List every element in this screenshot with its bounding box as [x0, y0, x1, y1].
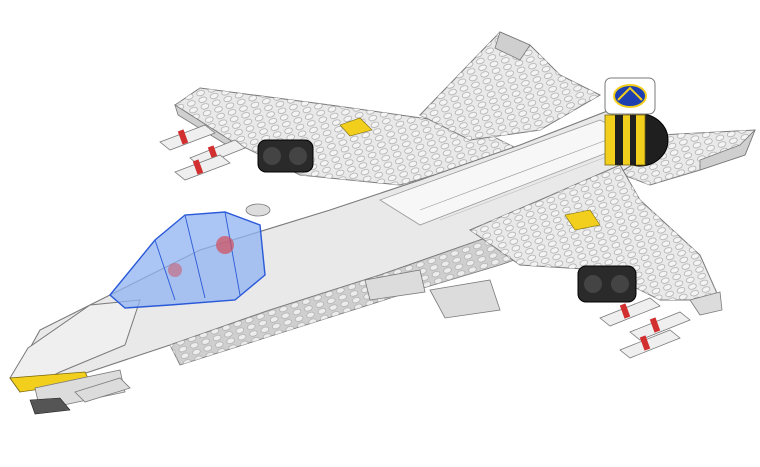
- missile-icon-lower: [599, 291, 723, 359]
- sensor-dome: [245, 203, 271, 217]
- yellow-wing-marking: [339, 117, 373, 137]
- lower-engine-pods: [577, 265, 637, 303]
- lower-nose-plate: [74, 377, 131, 403]
- lower-right-wing: [468, 164, 721, 301]
- yellow-wing-marking-lower: [564, 209, 601, 231]
- engine-nozzle-icon: [604, 113, 669, 167]
- tail-fin: [419, 31, 602, 141]
- upper-engine-pods: [257, 139, 314, 173]
- missile-icon: [159, 124, 246, 181]
- space-logo-icon: [604, 77, 656, 115]
- landing-gear: [364, 269, 501, 319]
- nose-section: [9, 299, 141, 415]
- nose-gun: [29, 397, 71, 415]
- cockpit-canopy-icon: [109, 211, 266, 309]
